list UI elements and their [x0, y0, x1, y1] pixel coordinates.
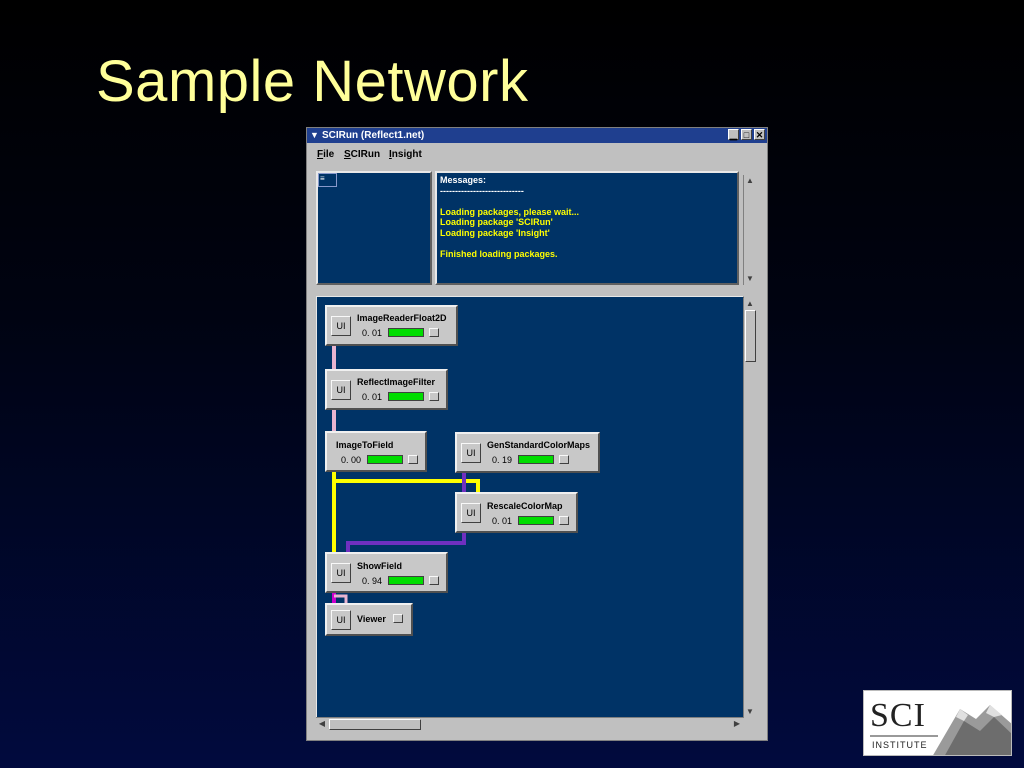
scroll-up-icon[interactable]: ▲	[746, 299, 754, 308]
module-imagetofield[interactable]: ImageToField 0. 00	[325, 431, 427, 472]
message-line: Finished loading packages.	[440, 248, 558, 259]
module-time: 0. 00	[341, 455, 362, 465]
messages-scrollbar[interactable]: ▲ ▼	[743, 175, 757, 285]
module-status-toggle[interactable]	[408, 455, 418, 464]
minimap-viewport[interactable]: ≡	[318, 173, 337, 187]
module-ui-button[interactable]: UI	[331, 610, 351, 630]
module-viewer[interactable]: UI Viewer	[325, 603, 413, 636]
module-progress-bar	[388, 328, 424, 337]
module-progress-bar	[518, 455, 554, 464]
module-status-toggle[interactable]	[393, 614, 403, 623]
progress-fill	[389, 577, 423, 584]
module-name: ImageToField	[336, 440, 394, 450]
module-time: 0. 94	[362, 576, 383, 586]
module-name: ReflectImageFilter	[357, 377, 436, 387]
module-genstandardcolormaps[interactable]: UI GenStandardColorMaps 0. 19	[455, 432, 600, 473]
module-progress-bar	[388, 576, 424, 585]
menu-bar: File SCIRun Insight	[307, 144, 767, 166]
messages-panel: Messages: ---------------------------- L…	[435, 171, 739, 285]
messages-header: Messages:	[440, 175, 487, 185]
title-bar[interactable]: ▼ SCIRun (Reflect1.net) ▁ □ ✕	[307, 128, 767, 143]
menu-file-rest: ile	[323, 149, 335, 160]
module-showfield[interactable]: UI ShowField 0. 94	[325, 552, 448, 593]
scroll-left-icon[interactable]: ◀	[318, 719, 326, 728]
module-status-toggle[interactable]	[429, 328, 439, 337]
module-ui-button[interactable]: UI	[331, 563, 351, 583]
module-rescalecolormap[interactable]: UI RescaleColorMap 0. 01	[455, 492, 578, 533]
module-ui-button[interactable]: UI	[461, 503, 481, 523]
scroll-down-icon[interactable]: ▼	[746, 707, 754, 716]
canvas-vertical-scrollbar[interactable]: ▲ ▼	[743, 298, 757, 718]
scroll-right-icon[interactable]: ▶	[733, 719, 741, 728]
progress-fill	[389, 329, 423, 336]
message-line: Loading package 'Insight'	[440, 227, 550, 238]
module-progress-bar	[388, 392, 424, 401]
menu-insight-accel: I	[389, 149, 392, 160]
module-reflectimagefilter[interactable]: UI ReflectImageFilter 0. 01	[325, 369, 448, 410]
logo-sci-text: SCI	[870, 697, 926, 734]
module-ui-button[interactable]: UI	[331, 316, 351, 336]
logo-institute-text: INSTITUTE	[872, 740, 928, 750]
module-name: RescaleColorMap	[487, 501, 563, 511]
module-progress-bar	[367, 455, 403, 464]
scroll-down-icon[interactable]: ▼	[746, 274, 754, 283]
window-menu-icon[interactable]: ▼	[310, 130, 319, 140]
module-name: ShowField	[357, 561, 402, 571]
minimize-button[interactable]: ▁	[728, 129, 739, 140]
module-status-toggle[interactable]	[429, 392, 439, 401]
module-status-toggle[interactable]	[559, 516, 569, 525]
messages-separator: ----------------------------	[440, 185, 524, 196]
maximize-button[interactable]: □	[741, 129, 752, 140]
module-time: 0. 01	[362, 328, 383, 338]
wire-rescale-to-showfield	[346, 528, 466, 554]
module-name: GenStandardColorMaps	[487, 440, 591, 450]
wire-showfield-to-viewer-2	[334, 594, 348, 606]
message-line: Loading packages, please wait...	[440, 206, 580, 217]
module-ui-button[interactable]: UI	[331, 380, 351, 400]
messages-text: Messages: ---------------------------- L…	[440, 175, 579, 259]
menu-file-accel: F	[317, 149, 324, 160]
menu-scirun[interactable]: SCIRun	[344, 149, 380, 160]
module-name: Viewer	[357, 614, 386, 624]
horizontal-scroll-thumb[interactable]	[329, 719, 421, 730]
wire-imagetofield-to-rescale	[334, 479, 480, 494]
mountain-graphic	[870, 705, 1011, 755]
module-name: ImageReaderFloat2D	[357, 313, 447, 323]
menu-scirun-rest: CIRun	[350, 149, 381, 160]
menu-insight-rest: nsight	[391, 149, 422, 160]
progress-fill	[389, 393, 423, 400]
progress-fill	[519, 456, 553, 463]
canvas-horizontal-scrollbar[interactable]: ◀ ▶	[316, 717, 743, 731]
progress-fill	[368, 456, 402, 463]
module-time: 0. 01	[362, 392, 383, 402]
menu-file[interactable]: File	[317, 149, 334, 160]
window-title: SCIRun (Reflect1.net)	[322, 130, 425, 141]
network-minimap[interactable]: ≡	[316, 171, 432, 285]
module-progress-bar	[518, 516, 554, 525]
module-imagereaderfloat2d[interactable]: UI ImageReaderFloat2D 0. 01	[325, 305, 458, 346]
module-time: 0. 19	[492, 455, 513, 465]
module-ui-button[interactable]: UI	[461, 443, 481, 463]
menu-insight[interactable]: Insight	[389, 149, 422, 160]
progress-fill	[519, 517, 553, 524]
module-status-toggle[interactable]	[559, 455, 569, 464]
message-line: Loading package 'SCIRun'	[440, 217, 553, 227]
menu-scirun-accel: S	[344, 149, 351, 160]
module-status-toggle[interactable]	[429, 576, 439, 585]
module-time: 0. 01	[492, 516, 513, 526]
vertical-scroll-thumb[interactable]	[745, 310, 756, 362]
close-button[interactable]: ✕	[754, 129, 765, 140]
sci-institute-logo: SCI INSTITUTE	[863, 690, 1012, 756]
slide-title: Sample Network	[96, 49, 529, 114]
scroll-up-icon[interactable]: ▲	[746, 176, 754, 185]
